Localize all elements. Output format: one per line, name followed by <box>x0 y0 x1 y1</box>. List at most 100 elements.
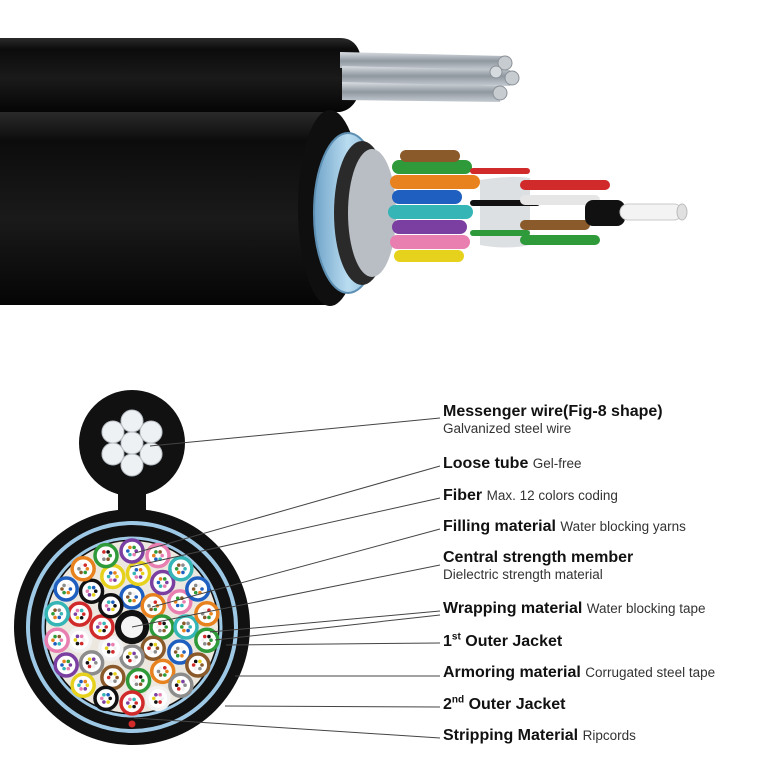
loose-tube-8 <box>125 560 152 587</box>
leader-line-9 <box>224 705 441 708</box>
loose-tube-27 <box>185 652 211 678</box>
ordinal-number: 1 <box>443 633 452 651</box>
messenger-steel-strands <box>340 52 520 102</box>
steel-strand-2 <box>120 453 144 477</box>
ripcord <box>128 720 136 728</box>
loose-tube-29 <box>145 685 171 712</box>
label-desc: Galvanized steel wire <box>443 421 572 437</box>
messenger-steel-strands <box>101 409 163 477</box>
steel-strand-5 <box>120 409 144 433</box>
loose-tube-3 <box>140 635 166 661</box>
loose-tube-23 <box>168 556 194 582</box>
loose-tube-2 <box>149 614 175 640</box>
leader-lines <box>129 417 441 739</box>
loose-tube-4 <box>119 644 145 670</box>
loose-tube-26 <box>194 627 220 653</box>
label-filling-material: Filling material Water blocking yarns <box>443 518 686 536</box>
loose-tube-18 <box>66 601 93 627</box>
loose-tube-1 <box>140 593 166 619</box>
label-title: Filling material <box>443 518 556 535</box>
label-title: Loose tube <box>443 455 529 472</box>
loose-tube-20 <box>100 563 126 590</box>
label-first-outer-jacket: 1st Outer Jacket <box>443 632 562 652</box>
loose-tube-33 <box>53 652 79 678</box>
label-fiber: Fiber Max. 12 colors coding <box>443 487 618 505</box>
leader-line-6 <box>214 614 441 641</box>
loose-tube-10 <box>167 589 193 615</box>
loose-tube-12 <box>167 639 193 665</box>
leader-line-5 <box>209 610 441 633</box>
label-title: Central strength member <box>443 549 634 566</box>
label-desc: Gel-free <box>532 456 582 471</box>
label-title: Wrapping material <box>443 600 583 617</box>
label-title: Messenger wire(Fig-8 shape) <box>443 403 663 420</box>
armor-ring <box>26 521 238 733</box>
label-central-strength-member: Central strength member Dielectric stren… <box>443 549 633 583</box>
loose-tube-17 <box>66 627 93 653</box>
loose-tube-0 <box>119 584 145 610</box>
loose-tube-16 <box>78 650 105 676</box>
outer-jacket-3d <box>0 112 330 305</box>
ordinal-suffix: st <box>451 632 461 643</box>
label-desc: Corrugated steel tape <box>585 665 716 680</box>
leader-line-4 <box>131 564 441 628</box>
messenger-jacket <box>0 38 362 112</box>
loose-tube-24 <box>185 576 211 602</box>
loose-tube-30 <box>119 690 145 716</box>
loose-tube-13 <box>149 658 176 685</box>
title-rest: Outer Jacket <box>460 633 563 651</box>
leader-line-0 <box>149 417 441 447</box>
label-desc: Dielectric strength material <box>443 567 603 583</box>
loose-tube-7 <box>98 593 124 619</box>
leader-line-1 <box>134 465 441 554</box>
label-desc: Max. 12 colors coding <box>486 488 618 503</box>
steel-strand-6 <box>139 420 163 444</box>
steel-strand-4 <box>101 420 125 444</box>
loose-tube-14 <box>125 667 152 694</box>
loose-tube-31 <box>93 685 119 712</box>
label-second-outer-jacket: 2nd Outer Jacket <box>443 695 566 715</box>
leader-line-7 <box>225 642 441 646</box>
label-desc: Water blocking tape <box>586 601 706 616</box>
title-rest: Outer Jacket <box>464 696 566 714</box>
loose-tube-32 <box>70 672 96 698</box>
loose-tube-21 <box>119 538 145 564</box>
loose-tube-35 <box>44 601 70 627</box>
label-desc: Water blocking yarns <box>560 519 686 534</box>
wrapping-tape-ring <box>41 536 223 718</box>
steel-strand-3 <box>101 442 125 466</box>
label-desc: Ripcords <box>582 728 636 743</box>
loose-tube-28 <box>168 672 194 698</box>
loose-tube-6 <box>89 614 115 640</box>
label-title: 2nd Outer Jacket <box>443 695 566 714</box>
label-stripping-material: Stripping Material Ripcords <box>443 727 636 745</box>
loose-tube-22 <box>145 542 171 569</box>
loose-tubes-3d <box>388 150 688 262</box>
ordinal-suffix: nd <box>451 695 465 706</box>
label-title: 1st Outer Jacket <box>443 632 563 651</box>
loose-tube-9 <box>149 569 176 596</box>
loose-tube-38 <box>93 542 119 569</box>
loose-tube-11 <box>173 614 199 640</box>
label-loose-tube: Loose tube Gel-free <box>443 455 582 473</box>
loose-tube-34 <box>44 627 70 653</box>
label-title: Fiber <box>443 487 483 504</box>
cross-section <box>14 390 250 745</box>
loose-tube-19 <box>78 578 105 604</box>
steel-strand-0 <box>120 431 144 455</box>
leader-line-10 <box>133 717 441 739</box>
loose-tube-5 <box>98 635 124 661</box>
cable-3d-render <box>0 38 688 306</box>
label-armoring-material: Armoring material Corrugated steel tape <box>443 664 715 682</box>
label-messenger-wire: Messenger wire(Fig-8 shape) Galvanized s… <box>443 403 663 437</box>
label-wrapping-material: Wrapping material Water blocking tape <box>443 600 706 618</box>
loose-tube-15 <box>100 664 126 691</box>
ordinal-number: 2 <box>443 696 452 714</box>
label-title: Armoring material <box>443 664 581 681</box>
label-title: Stripping Material <box>443 727 579 744</box>
leader-line-3 <box>151 528 441 608</box>
loose-tube-37 <box>70 556 96 582</box>
loose-tubes <box>44 538 220 716</box>
leader-line-2 <box>129 497 441 568</box>
